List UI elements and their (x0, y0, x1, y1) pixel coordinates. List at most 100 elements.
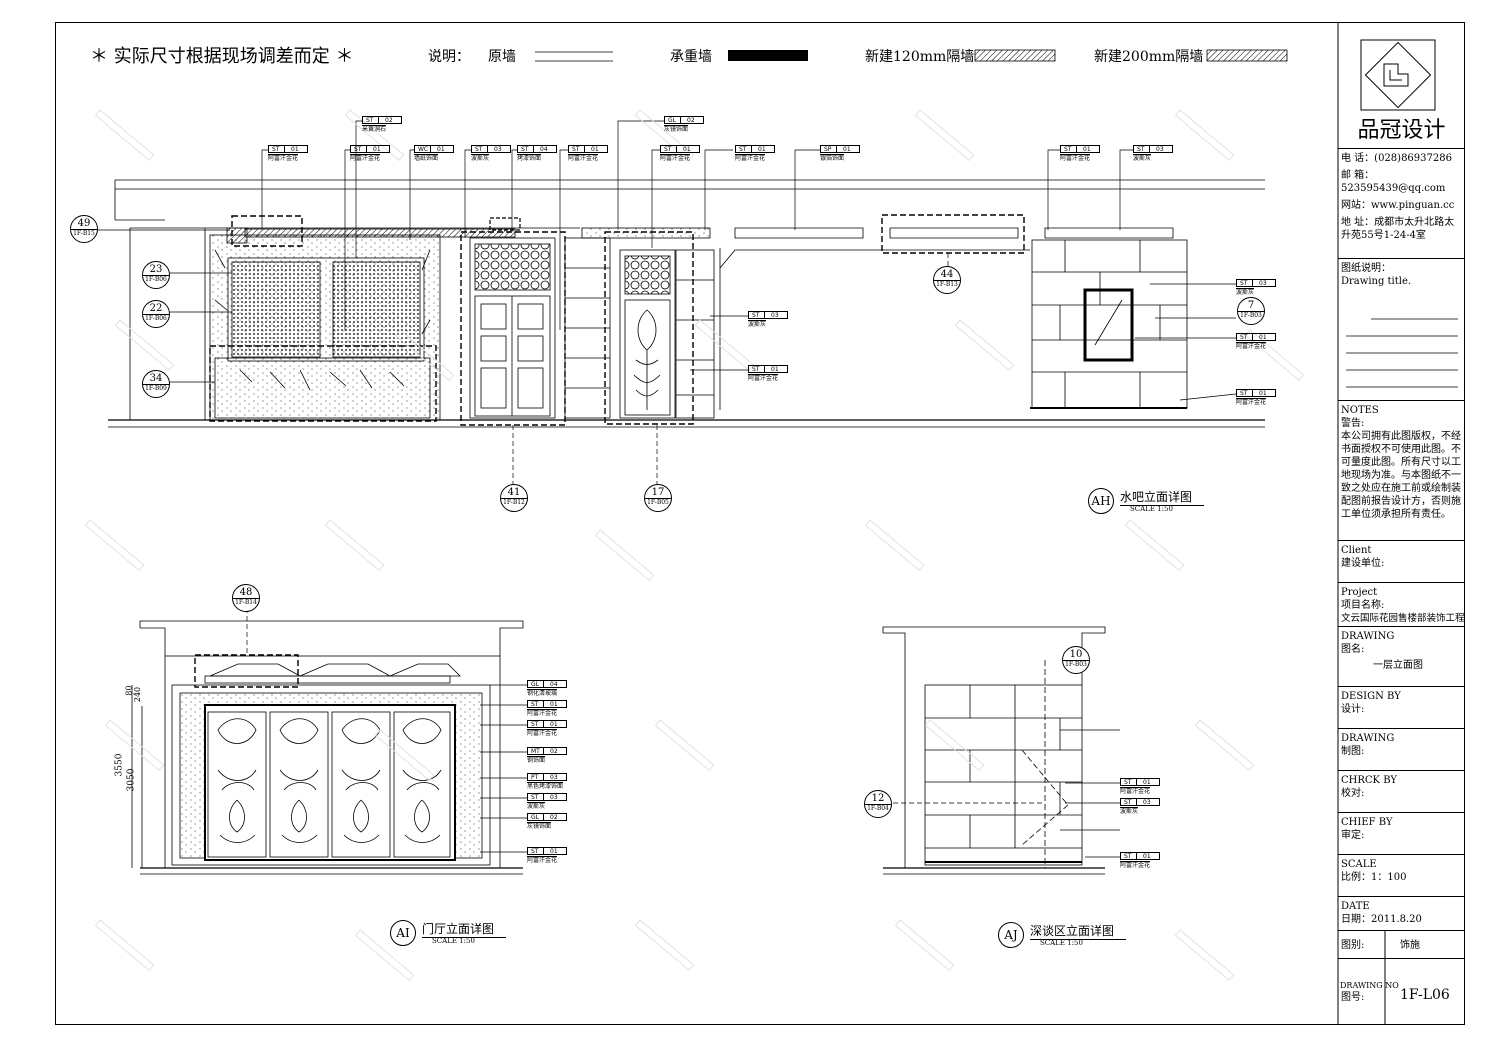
view-code: AJ (998, 922, 1024, 948)
tag-number: 02 (385, 117, 393, 124)
tag-code: ST (1240, 280, 1248, 287)
tag-desc: 烤漆饰面 (517, 154, 542, 162)
bubble-number: 49 (77, 218, 91, 229)
tag-number: 04 (540, 146, 548, 153)
tag-code: ST (1124, 799, 1132, 806)
notes: NOTES 警告: 本公司拥有此图版权，不经书面授权不可使用此图。不可量度此图。… (1338, 400, 1465, 540)
company-address: 地 址：成都市太升北路太升苑55号1-24-4室 (1341, 217, 1455, 241)
tag-code: ST (752, 366, 760, 373)
draw-cn: 制图: (1341, 746, 1365, 757)
tag-number: 01 (550, 721, 558, 728)
watermark-mark (914, 109, 975, 162)
watermark-mark (894, 919, 955, 972)
tag-number: 03 (550, 794, 558, 801)
bubble-number: 44 (940, 269, 954, 280)
tag-number: 02 (550, 814, 558, 821)
drawing-desc-cn: 图纸说明： (1341, 263, 1391, 274)
tag-number: 03 (1259, 280, 1267, 287)
no-en: DRAWING NO (1340, 981, 1399, 990)
bubble-number: 48 (239, 587, 253, 598)
bubble-ref: 1F-B06 (145, 276, 167, 283)
client: Client 建设单位: (1338, 540, 1465, 582)
tag-code: ST (1240, 334, 1248, 341)
chief-cn: 审定: (1341, 830, 1365, 841)
tag-desc: 阿富汗金花 (527, 729, 558, 737)
company-website: 网站：www.pinguan.cc (1341, 200, 1455, 211)
elevation-ah (108, 179, 1265, 428)
tag-number: 01 (291, 146, 299, 153)
watermark-mark (344, 109, 405, 162)
client-cn: 建设单位: (1341, 558, 1385, 569)
bubble-ref: 1F-B15 (73, 230, 95, 237)
drawing-desc-en: Drawing title. (1341, 276, 1412, 287)
tag-desc: 阿富汗金花 (527, 709, 558, 717)
design-en: DESIGN BY (1341, 691, 1401, 702)
legend-label: 说明： (428, 49, 470, 65)
date: DATE 日期：2011.8.20 (1338, 896, 1465, 930)
chief-en: CHIEF BY (1341, 817, 1393, 828)
notes-warning: 警告: (1341, 418, 1365, 429)
draw-en: DRAWING (1341, 733, 1395, 744)
bubble-ref: 1F-B05 (647, 499, 669, 506)
bubble-number: 41 (507, 487, 521, 498)
tag-code: ST (531, 848, 539, 855)
tag-code: ST (366, 117, 374, 124)
tag-number: 01 (1259, 390, 1267, 397)
bubble-number: 23 (149, 264, 163, 275)
watermark-mark (864, 519, 925, 572)
tag-number: 03 (1143, 799, 1151, 806)
tag-number: 01 (771, 366, 779, 373)
tag-number: 04 (550, 681, 558, 688)
view-name: 深谈区立面详图 (1030, 922, 1127, 940)
view-name: 水吧立面详图 (1120, 488, 1205, 506)
tag-desc: 阿富汗金花 (1120, 861, 1151, 869)
tag-desc: 灰镜饰面 (664, 125, 689, 133)
view-code: AH (1088, 488, 1114, 514)
watermark-mark (694, 319, 755, 372)
date-cn: 日期：2011.8.20 (1341, 914, 1422, 925)
project-cn: 项目名称: (1341, 600, 1385, 611)
watermark-mark (954, 319, 1015, 372)
tag-desc: 阿富汗金花 (268, 154, 299, 162)
watermark-mark (1244, 329, 1305, 382)
tag-desc: 波斯灰 (527, 802, 546, 810)
logo-mark (1360, 39, 1436, 111)
view-name: 门厅立面详图 (422, 920, 507, 938)
watermark-mark (324, 519, 385, 572)
watermark-mark (634, 919, 695, 972)
tag-number: 01 (843, 146, 851, 153)
dim-3050: 3050 (126, 768, 137, 792)
tag-number: 01 (1143, 853, 1151, 860)
tag-number: 02 (550, 748, 558, 755)
tag-code: ST (572, 146, 580, 153)
bubble-ref: 1F-B04 (867, 805, 889, 812)
tag-number: 01 (683, 146, 691, 153)
view-scale: SCALE 1:50 (432, 937, 475, 945)
tag-code: GL (531, 814, 539, 821)
tag-number: 01 (550, 848, 558, 855)
